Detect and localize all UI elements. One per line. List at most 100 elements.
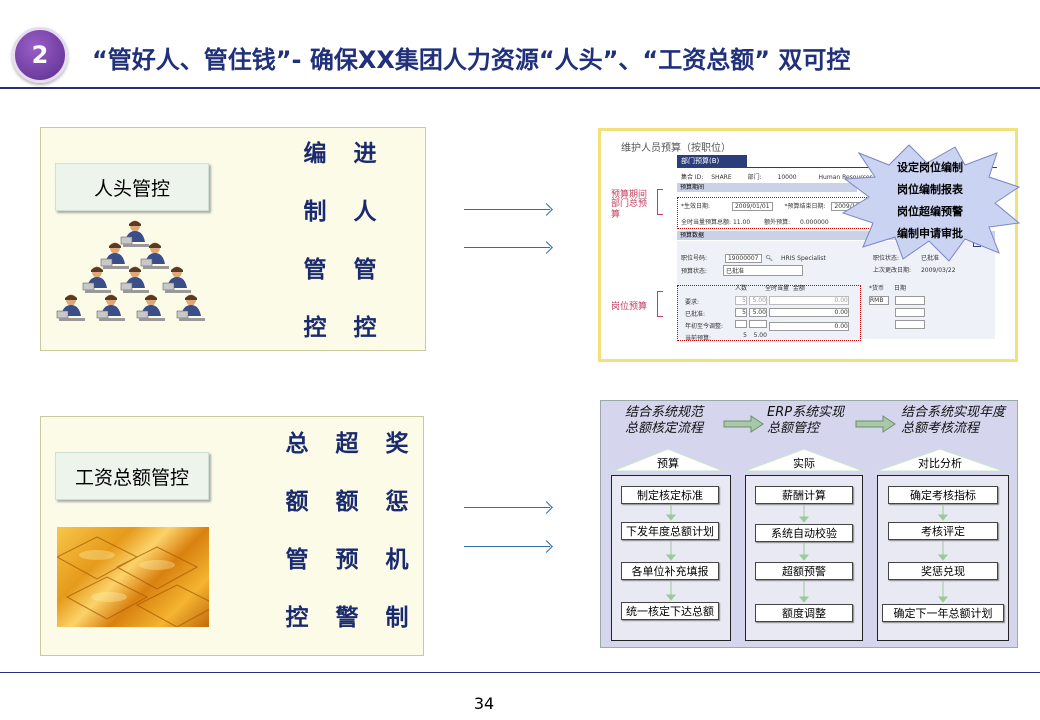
side-label-dept: 部门总预算 bbox=[611, 199, 648, 220]
flow-header: 结合系统实现年度 总额考核流程 bbox=[901, 405, 1006, 436]
callout-burst bbox=[839, 143, 1023, 263]
principle-char: 总 bbox=[285, 431, 309, 457]
row-label: 年初至今调整: bbox=[685, 323, 724, 330]
date-input[interactable] bbox=[895, 308, 925, 317]
col-header: *货币 bbox=[869, 285, 885, 292]
row-label: 要求: bbox=[685, 299, 700, 306]
flow-step: 确定下一年总额计划 bbox=[882, 604, 1004, 622]
side-label-position: 岗位预算 bbox=[611, 302, 648, 312]
last-change-value: 2009/03/22 bbox=[920, 267, 956, 274]
principle-char: 预 bbox=[335, 547, 359, 573]
principle-char: 额 bbox=[335, 489, 359, 515]
gold-bars-image bbox=[57, 527, 209, 627]
col-header: 日期 bbox=[893, 285, 906, 292]
cell-amount[interactable]: 0.00 bbox=[768, 296, 849, 305]
start-date-label: *生效日期: bbox=[681, 203, 711, 210]
col-header: 全时当量 bbox=[764, 285, 789, 292]
position-label: 职位号码: bbox=[681, 255, 708, 262]
cell-count[interactable]: 5 bbox=[735, 308, 747, 317]
principle-char: 超 bbox=[335, 431, 359, 457]
flow-step: 超额预警 bbox=[755, 562, 853, 580]
principle-char: 控 bbox=[303, 315, 327, 341]
payroll-flow-diagram: 结合系统规范 总额核定流程 ERP系统实现 总额管控 结合系统实现年度 总额考核… bbox=[600, 400, 1018, 648]
dept-name: Human Resources bbox=[818, 174, 873, 181]
callout-text: 岗位超编预警 bbox=[897, 205, 963, 218]
headcount-label: 人头管控 bbox=[55, 163, 209, 211]
start-date-input[interactable]: 2009/01/01 bbox=[731, 202, 773, 211]
flow-step: 额度调整 bbox=[755, 604, 853, 622]
cell-amount[interactable]: 0.00 bbox=[768, 308, 849, 317]
cell-count[interactable] bbox=[735, 320, 747, 328]
search-icon[interactable]: 🔍︎ bbox=[765, 255, 774, 262]
flow-step: 系统自动校验 bbox=[755, 524, 853, 542]
section-budget-data: 预算数据 bbox=[677, 231, 995, 240]
dept-value: 10000 bbox=[777, 174, 797, 181]
cell-fte[interactable]: 5.00 bbox=[748, 296, 767, 305]
cell-count: 5 bbox=[743, 332, 747, 339]
total-value: 11.00 bbox=[732, 219, 751, 226]
last-change-label: 上次更改日期: bbox=[873, 267, 912, 274]
arrow-icon bbox=[464, 507, 550, 508]
principle-char: 惩 bbox=[385, 489, 409, 515]
principle-char: 额 bbox=[285, 489, 309, 515]
flow-step: 制定核定标准 bbox=[621, 486, 719, 504]
principle-char: 机 bbox=[385, 547, 409, 573]
arrow-icon bbox=[464, 247, 550, 248]
flow-step: 薪酬计算 bbox=[755, 486, 853, 504]
flow-header: 结合系统规范 总额核定流程 bbox=[625, 405, 704, 436]
principle-char: 奖 bbox=[385, 431, 409, 457]
principle-char: 制 bbox=[303, 199, 327, 225]
flow-column-compare: 确定考核指标 考核评定 奖惩兑现 确定下一年总额计划 bbox=[877, 475, 1009, 641]
currency-input[interactable]: RMB bbox=[869, 296, 889, 305]
flow-step: 考核评定 bbox=[888, 522, 998, 540]
principle-char: 控 bbox=[285, 605, 309, 631]
principle-char: 警 bbox=[335, 605, 359, 631]
cell-fte[interactable] bbox=[748, 320, 767, 328]
side-label-period: 预算期间 bbox=[611, 190, 648, 200]
flow-arrow-icon bbox=[723, 415, 765, 437]
callout-text: 设定岗位编制 bbox=[897, 161, 963, 174]
budget-status-select[interactable]: 已批准 bbox=[722, 265, 803, 276]
principle-char: 制 bbox=[385, 605, 409, 631]
set-id-label: 集合 ID: bbox=[681, 174, 704, 181]
flow-step: 确定考核指标 bbox=[888, 486, 998, 504]
cell-amount[interactable]: 0.00 bbox=[768, 322, 849, 331]
position-input[interactable]: 19000007 bbox=[724, 254, 762, 263]
date-input[interactable] bbox=[895, 296, 925, 305]
principle-char: 管 bbox=[353, 257, 377, 283]
flow-header: ERP系统实现 总额管控 bbox=[767, 405, 845, 436]
headcount-principles: 编进 制人 管管 控控 bbox=[290, 140, 390, 342]
position-status-value: 已批准 bbox=[920, 255, 939, 262]
payroll-label: 工资总额管控 bbox=[55, 452, 209, 500]
row-label: 已批准: bbox=[685, 311, 706, 318]
section-number-badge: 2 bbox=[12, 27, 68, 83]
position-name: HRIS Specialist bbox=[780, 255, 826, 262]
flow-arrow-icon bbox=[855, 415, 897, 437]
phase-actual: 实际 bbox=[793, 457, 815, 470]
callout-text: 岗位编制报表 bbox=[897, 183, 963, 196]
footer-divider bbox=[0, 672, 1040, 673]
dept-label: 部门: bbox=[747, 174, 762, 181]
form-tab[interactable]: 部门预算(B) bbox=[677, 155, 747, 167]
date-input[interactable] bbox=[895, 320, 925, 329]
end-date-input[interactable]: 2009/12/31 bbox=[831, 202, 873, 211]
principle-char: 编 bbox=[303, 141, 327, 167]
budget-form-screenshot: 维护人员预算（按职位） 部门预算(B) 预算期间 集合 ID: SHARE 部门… bbox=[598, 128, 1021, 362]
row-label: 当前预算: bbox=[685, 335, 712, 342]
cell-fte: 5.00 bbox=[753, 332, 767, 339]
cell-count[interactable]: 5 bbox=[735, 296, 747, 305]
header-divider bbox=[0, 87, 1040, 89]
flow-step: 各单位补充填报 bbox=[621, 562, 719, 580]
slide-title: “管好人、管住钱”- 确保XX集团人力资源“人头”、“工资总额” 双可控 bbox=[92, 46, 851, 74]
flow-down-arrows bbox=[665, 505, 949, 603]
page-number: 34 bbox=[473, 694, 495, 713]
principle-char: 进 bbox=[353, 141, 377, 167]
cell-fte[interactable]: 5.00 bbox=[748, 308, 767, 317]
flow-step: 奖惩兑现 bbox=[888, 562, 998, 580]
col-header: 金额 bbox=[792, 285, 805, 292]
people-pyramid-icon bbox=[55, 218, 215, 326]
arrow-icon bbox=[464, 546, 550, 547]
total-label: 全时当量预算总额: bbox=[681, 219, 732, 226]
flow-step: 下发年度总额计划 bbox=[621, 522, 719, 540]
position-highlight-box bbox=[677, 285, 861, 341]
